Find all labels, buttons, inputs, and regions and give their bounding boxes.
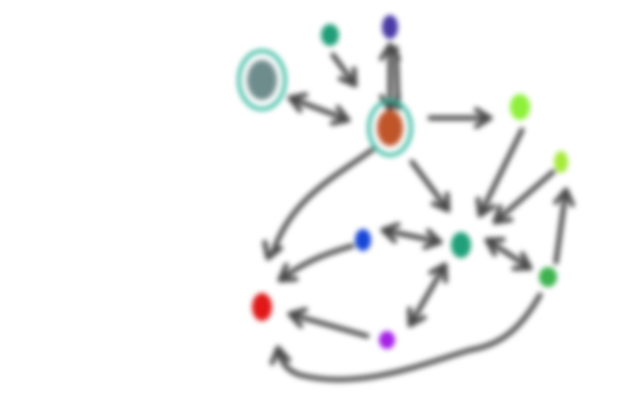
node-lime-right xyxy=(554,151,568,173)
node-purple-bottom xyxy=(379,331,395,349)
edge-center-purple-double xyxy=(407,262,448,328)
node-hub-orange-ring xyxy=(367,99,413,157)
edge-purple-to-red-line xyxy=(287,311,370,339)
edge-center-purple-double-arrowhead-2 xyxy=(407,306,427,328)
edge-grey-hub-double-arrowhead-1 xyxy=(287,92,309,113)
edge-teal-top-to-hub xyxy=(330,52,358,88)
node-lime-right-dot xyxy=(554,151,568,173)
edge-hub-to-left-curve-arrowhead-1 xyxy=(262,239,283,261)
node-teal-center xyxy=(451,232,471,258)
edge-green-to-red-loop-arrowhead-1 xyxy=(269,345,292,366)
node-teal-center-dot xyxy=(451,232,471,258)
edge-hub-to-left-curve-line xyxy=(269,147,375,258)
node-blue-mid xyxy=(355,229,371,251)
edge-grey-hub-double-line xyxy=(287,95,351,123)
node-grey-ringed-ring xyxy=(237,49,287,111)
edge-blue-to-red-line xyxy=(277,243,355,283)
edge-grey-hub-double-arrowhead-2 xyxy=(329,105,351,126)
edge-green-to-red-loop-line xyxy=(275,292,543,383)
node-teal-top-dot xyxy=(321,24,339,46)
node-indigo-top xyxy=(382,15,398,39)
edge-lime-upper-to-convergence-arrowhead-1 xyxy=(475,196,496,218)
edge-blue-center-double-line xyxy=(380,227,443,245)
edge-layer xyxy=(262,42,575,383)
node-green-right xyxy=(539,267,557,287)
edge-green-to-lime-right xyxy=(553,187,575,265)
edge-purple-to-red-arrowhead-1 xyxy=(287,307,308,329)
edge-blue-center-double-arrowhead-2 xyxy=(422,228,443,250)
edge-green-to-lime-right-arrowhead-1 xyxy=(553,187,575,208)
edge-indigo-hub-double-2 xyxy=(393,45,401,111)
edge-blue-to-red-arrowhead-1 xyxy=(277,262,299,283)
edge-indigo-hub-double-2-line xyxy=(393,45,401,111)
edge-teal-top-to-hub-line xyxy=(330,52,358,88)
edge-blue-to-red xyxy=(277,243,355,283)
edge-green-to-red-loop xyxy=(269,292,543,383)
edge-teal-top-to-hub-arrowhead-1 xyxy=(337,66,358,88)
edge-center-green-double-line xyxy=(484,237,533,271)
node-grey-ringed xyxy=(237,49,287,111)
edge-center-purple-double-line xyxy=(407,262,448,328)
edge-hub-to-left-curve xyxy=(262,147,375,261)
node-red-left xyxy=(252,293,272,321)
node-indigo-top-dot xyxy=(382,15,398,39)
node-hub-orange xyxy=(367,99,413,157)
edge-lime-right-to-convergence-arrowhead-1 xyxy=(492,204,514,225)
edge-blue-center-double xyxy=(380,222,443,250)
edge-lime-right-to-convergence xyxy=(492,169,556,225)
edge-center-purple-double-arrowhead-1 xyxy=(428,262,448,284)
node-grey-ringed-dot xyxy=(247,60,277,100)
node-green-right-dot xyxy=(539,267,557,287)
edge-center-green-double xyxy=(484,237,533,271)
edge-green-to-lime-right-line xyxy=(553,187,569,265)
node-layer xyxy=(237,15,568,349)
edge-lime-right-to-convergence-line xyxy=(492,169,556,225)
edge-lime-upper-to-convergence-line xyxy=(477,127,525,218)
node-red-left-dot xyxy=(252,293,272,321)
edge-hub-to-lime-upper xyxy=(427,107,493,129)
edge-hub-to-convergence-arrowhead-1 xyxy=(430,191,451,213)
edge-purple-to-red xyxy=(287,307,370,339)
node-teal-top xyxy=(321,24,339,46)
node-lime-upper-dot xyxy=(510,94,530,120)
edge-center-green-double-arrowhead-1 xyxy=(484,237,506,257)
edge-center-green-double-arrowhead-2 xyxy=(511,251,533,271)
node-purple-bottom-dot xyxy=(379,331,395,349)
node-lime-upper xyxy=(510,94,530,120)
edge-hub-to-lime-upper-arrowhead-1 xyxy=(473,107,493,129)
edge-hub-to-convergence xyxy=(409,159,451,213)
node-hub-orange-dot xyxy=(377,110,403,146)
edge-lime-upper-to-convergence xyxy=(475,127,525,218)
edge-blue-center-double-arrowhead-1 xyxy=(380,222,401,244)
edge-grey-hub-double xyxy=(287,92,351,126)
node-blue-mid-dot xyxy=(355,229,371,251)
edge-hub-to-convergence-line xyxy=(409,159,451,213)
